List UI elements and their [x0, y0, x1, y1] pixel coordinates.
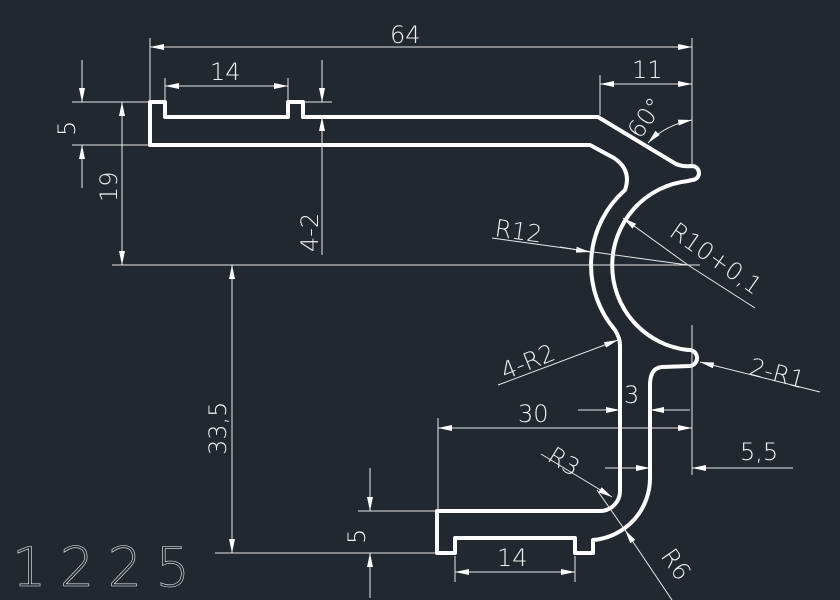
dim-top-height: 5 [53, 121, 81, 136]
dim-bottom-slot: 14 [497, 544, 528, 572]
dim-radius-r3: R3 [543, 441, 585, 482]
dim-bottom-width: 30 [518, 400, 549, 428]
dim-top-slot: 14 [210, 58, 241, 86]
dim-height-33-5: 33,5 [204, 402, 232, 455]
dim-slot-depth: 4-2 [296, 213, 324, 252]
dim-wall-thickness: 3 [624, 381, 639, 409]
profile-outline [148, 100, 701, 555]
dim-offset: 5,5 [740, 438, 778, 466]
dim-corner-radius: 4-R2 [497, 339, 559, 386]
dim-tip-radius: 2-R1 [746, 353, 807, 395]
dim-right-offset: 11 [632, 56, 663, 84]
dim-overall-width: 64 [390, 21, 421, 49]
dim-bottom-height: 5 [343, 529, 371, 544]
dim-radius-r12: R12 [493, 214, 544, 248]
dim-height-19: 19 [95, 171, 123, 202]
part-number: 1225 [12, 536, 190, 599]
dim-radius-r6: R6 [655, 543, 696, 585]
